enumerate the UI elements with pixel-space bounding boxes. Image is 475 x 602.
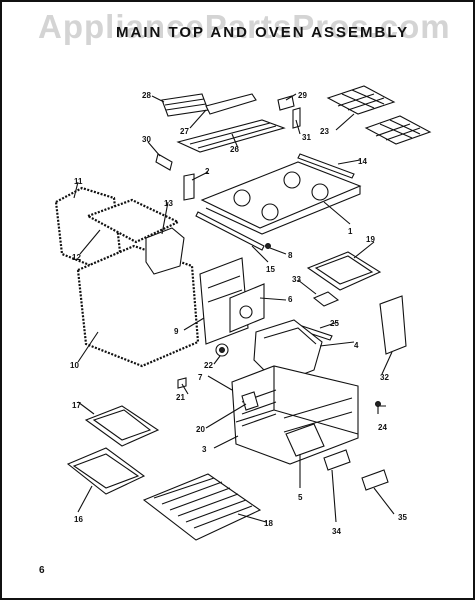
callout-28: 28 [142,91,151,100]
part-oven-screw[interactable] [375,401,381,415]
diagram-title: MAIN TOP AND OVEN ASSEMBLY [116,24,410,41]
callout-9: 9 [174,327,179,336]
callout-35: 35 [398,513,407,522]
part-clip[interactable] [277,95,295,111]
callout-10: 10 [70,361,79,370]
part-rear-insulation[interactable] [76,244,200,368]
callout-24: 24 [378,423,387,432]
callout-8: 8 [288,251,293,260]
callout-4: 4 [354,341,359,350]
callout-13: 13 [164,199,173,208]
part-support-bracket[interactable] [183,173,195,201]
callout-17: 17 [72,401,81,410]
callout-27: 27 [180,127,189,136]
part-baffle[interactable] [229,283,265,333]
callout-31: 31 [302,133,311,142]
callout-34: 34 [332,527,341,536]
callout-22: 22 [204,361,213,370]
part-grill-rack[interactable] [176,119,286,153]
part-main-top[interactable] [200,161,362,235]
callout-12: 12 [72,253,81,262]
callout-6: 6 [288,295,293,304]
callout-30: 30 [142,135,151,144]
part-control-knob[interactable] [215,343,229,357]
leader-lines [73,93,395,523]
part-igniter-clip[interactable] [177,377,187,389]
page-number: 6 [39,565,45,576]
callout-3: 3 [202,445,207,454]
part-badge-right[interactable] [361,469,389,491]
part-broiler-pan[interactable] [66,447,146,495]
part-insulation-block[interactable] [145,227,185,275]
callout-21: 21 [176,393,185,402]
callout-2: 2 [205,167,210,176]
part-top-rail[interactable] [297,153,355,179]
callout-20: 20 [196,425,205,434]
callout-29: 29 [298,91,307,100]
part-strip[interactable] [292,107,301,129]
part-burner-bar[interactable] [161,93,209,117]
part-burner-grates[interactable] [326,85,432,145]
part-small-bracket[interactable] [155,153,173,171]
callout-5: 5 [298,493,303,502]
callout-1: 1 [348,227,353,236]
part-screw[interactable] [265,243,271,249]
callout-16: 16 [74,515,83,524]
part-gasket[interactable] [312,291,340,307]
part-broiler-panel[interactable] [306,251,382,291]
part-side-bracket[interactable] [379,295,407,355]
callout-15: 15 [266,265,275,274]
part-oven-liner[interactable] [231,365,359,465]
part-oven-rack[interactable] [142,473,262,541]
callout-14: 14 [358,157,367,166]
callout-18: 18 [264,519,273,528]
callout-11: 11 [74,177,83,186]
callout-19: 19 [366,235,375,244]
part-badge-left[interactable] [323,449,351,471]
part-top-insulation[interactable] [85,198,181,244]
callout-23: 23 [320,127,329,136]
part-front-rail[interactable] [195,211,265,251]
callout-33: 33 [292,275,301,284]
part-drip-pan[interactable] [285,423,325,457]
callout-26: 26 [230,145,239,154]
callout-25: 25 [330,319,339,328]
callout-32: 32 [380,373,389,382]
part-broiler-grid[interactable] [84,405,160,447]
watermark: AppliancePartsPros.com [38,8,451,45]
callout-7: 7 [198,373,203,382]
part-bracket[interactable] [205,93,257,115]
